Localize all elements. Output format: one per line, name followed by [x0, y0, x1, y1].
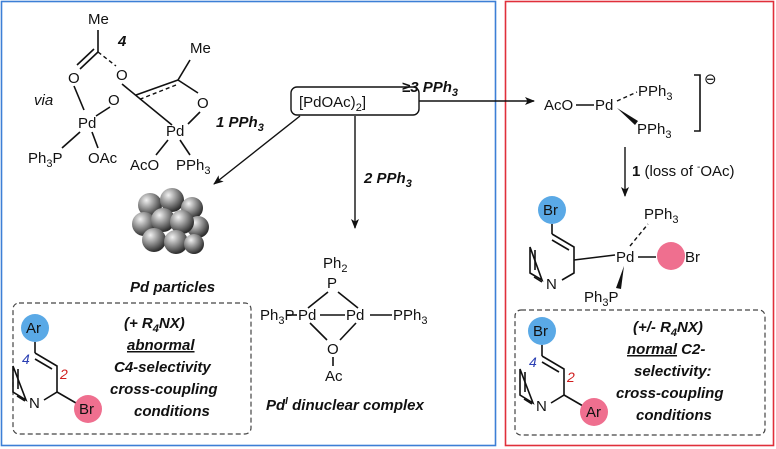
- pos4-abnormal: 4: [22, 351, 30, 367]
- me-label-1: Me: [88, 11, 109, 28]
- ac-bottom-label: Ac: [325, 368, 343, 385]
- br-circle-right: [657, 242, 685, 270]
- arrow-label-1pph3: 1 PPh3: [216, 114, 264, 134]
- br-label-abnormal: Br: [79, 401, 94, 418]
- pph3-right-label: PPh3: [393, 307, 427, 327]
- br-circle-normal: [528, 317, 556, 345]
- aco-anionic: AcO: [544, 97, 573, 114]
- ar-circle-abnormal: [21, 314, 49, 342]
- pd-anionic: Pd: [595, 97, 613, 114]
- ph3p-label: Ph3P: [28, 150, 63, 170]
- loss-label: 1 (loss of -OAc): [632, 162, 735, 180]
- br-top-label: Br: [543, 202, 558, 219]
- o-label-1: O: [68, 70, 80, 87]
- right-panel: [504, 0, 775, 447]
- n-label-normal: N: [536, 398, 547, 415]
- normal-line4: cross-coupling: [616, 385, 724, 402]
- pd-b-label: Pd: [346, 307, 364, 324]
- o-label-2: O: [116, 67, 128, 84]
- abnormal-line3: C4-selectivity: [114, 359, 211, 376]
- ph3p-bot-label: Ph3P: [584, 289, 619, 309]
- abnormal-box: Ar 4 N 2 Br (+ R4NX) abnormal C4-selecti…: [12, 302, 252, 435]
- o-bottom-label: O: [327, 341, 339, 358]
- pd-particles-cluster: [132, 188, 209, 254]
- normal-line1: (+/- R4NX): [633, 319, 703, 339]
- p-top-label: P: [327, 275, 337, 292]
- pph3-label: PPh3: [176, 157, 210, 177]
- normal-line2: normal C2-: [627, 341, 705, 358]
- pd-label-1: Pd: [78, 115, 96, 132]
- arrow-label-2pph3: 2 PPh3: [363, 170, 412, 190]
- charge-minus: ⊖: [704, 71, 717, 88]
- pph3-anionic-a: PPh3: [638, 83, 672, 103]
- dinuclear-structure: Ph2 P Ph3P Pd Pd PPh3 O Ac: [260, 255, 427, 385]
- n-label-abnormal: N: [29, 395, 40, 412]
- pd-label-2: Pd: [166, 123, 184, 140]
- ar-circle-normal: [580, 398, 608, 426]
- normal-line5: conditions: [636, 407, 712, 424]
- br-right-label: Br: [685, 249, 700, 266]
- br-circle-top: [538, 196, 566, 224]
- pos2-normal: 2: [566, 369, 575, 385]
- abnormal-line1: (+ R4NX): [124, 315, 185, 335]
- aco-label: AcO: [130, 157, 159, 174]
- precursor-label: [PdOAc)2]: [299, 94, 366, 114]
- left-panel: [0, 0, 497, 447]
- pph3-top-label: PPh3: [644, 206, 678, 226]
- n-label-oxidative: N: [546, 276, 557, 293]
- ph2-label: Ph2: [323, 255, 347, 275]
- ph3p-left-label: Ph3P: [260, 307, 295, 327]
- br-label-normal: Br: [533, 323, 548, 340]
- pos2-abnormal: 2: [59, 366, 68, 382]
- o-label-4: O: [197, 95, 209, 112]
- intermediate-4-structure: 4 via Me O O Me O O Pd Pd Ph3P OAc AcO P…: [28, 11, 211, 177]
- abnormal-line2: abnormal: [127, 337, 195, 354]
- pd-oxidative: Pd: [616, 249, 634, 266]
- pd-particles-label: Pd particles: [130, 279, 215, 296]
- me-label-2: Me: [190, 40, 211, 57]
- oac-label: OAc: [88, 150, 118, 167]
- ar-label-normal: Ar: [586, 404, 601, 421]
- via-label: via: [34, 92, 53, 109]
- precursor-box: [PdOAc)2]: [290, 86, 420, 116]
- o-label-3: O: [108, 92, 120, 109]
- anionic-complex: AcO Pd PPh3 PPh3 ⊖: [544, 71, 717, 141]
- abnormal-line5: conditions: [134, 403, 210, 420]
- abnormal-line4: cross-coupling: [110, 381, 218, 398]
- ar-label-abnormal: Ar: [26, 320, 41, 337]
- arrow-label-3pph3: ≥3 PPh3: [402, 79, 458, 99]
- dinuclear-caption: PdI dinuclear complex: [266, 396, 424, 414]
- oxidative-addition-complex: Br N Pd PPh3 Br Ph3P: [529, 196, 700, 309]
- pos4-normal: 4: [529, 354, 537, 370]
- arrow-to-particles: [213, 115, 301, 185]
- br-circle-abnormal: [74, 395, 102, 423]
- normal-box: Br 4 N 2 Ar (+/- R4NX) normal C2- select…: [514, 309, 766, 436]
- compound-number-4: 4: [117, 33, 127, 50]
- normal-line3: selectivity:: [634, 363, 712, 380]
- pph3-anionic-b: PPh3: [637, 121, 671, 141]
- pd-a-label: Pd: [298, 307, 316, 324]
